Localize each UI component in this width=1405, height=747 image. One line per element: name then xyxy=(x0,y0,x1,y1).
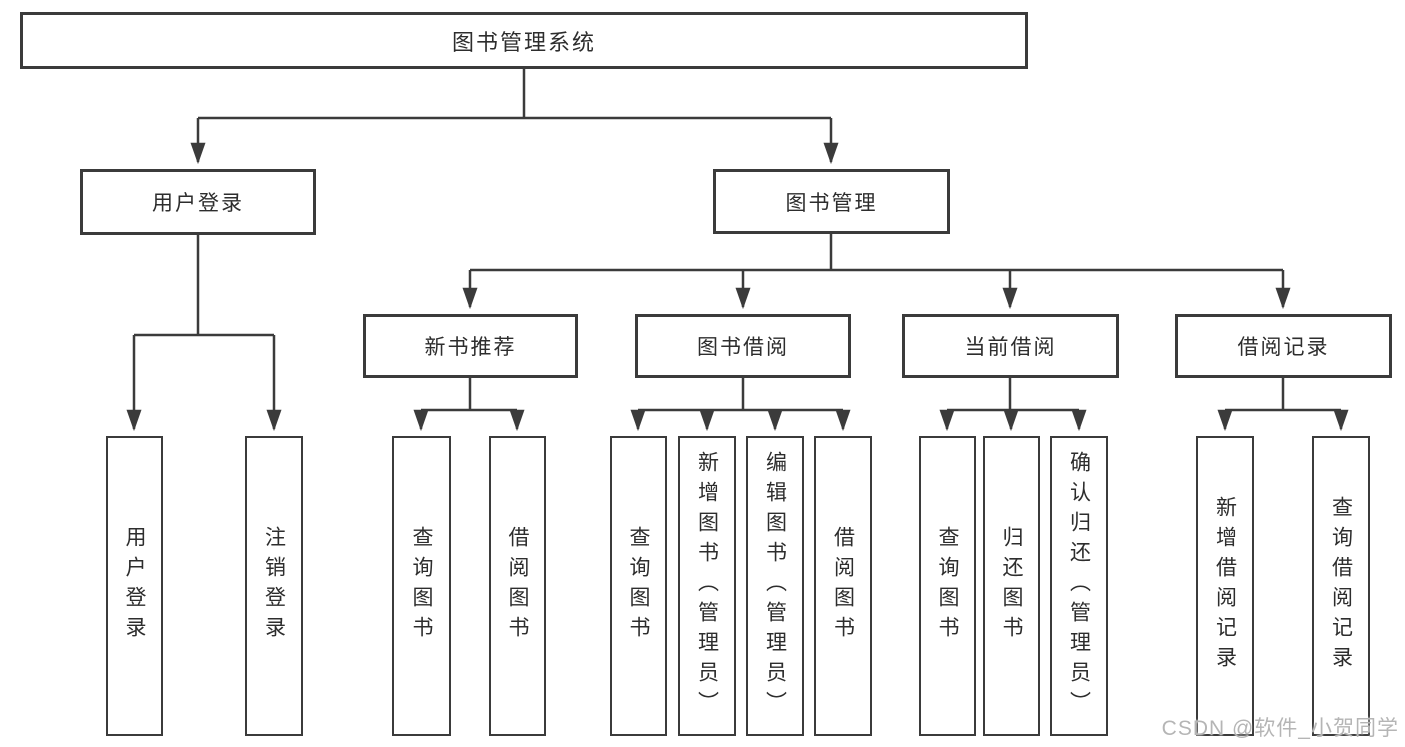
node-borrow-book: 借阅图书 xyxy=(814,436,872,736)
node-user-login-leaf: 用户登录 xyxy=(106,436,163,736)
node-label: 新增借阅记录 xyxy=(1213,496,1237,676)
node-label: 借阅图书 xyxy=(831,526,855,646)
node-label: 借阅记录 xyxy=(1237,336,1330,359)
node-query-book: 查询图书 xyxy=(392,436,451,736)
node-current-borrowing: 当前借阅 xyxy=(902,314,1119,378)
node-edit-book-admin: 编辑图书（管理员） xyxy=(746,436,804,736)
csdn-watermark: CSDN @软件_小贺同学 xyxy=(1161,717,1399,740)
node-label: 当前借阅 xyxy=(964,336,1057,359)
node-label: 新增图书（管理员） xyxy=(695,451,719,721)
node-borrow-book: 借阅图书 xyxy=(489,436,546,736)
node-label: 新书推荐 xyxy=(424,336,517,359)
node-add-book-admin: 新增图书（管理员） xyxy=(678,436,736,736)
node-book-management: 图书管理 xyxy=(713,169,950,234)
node-query-book: 查询图书 xyxy=(610,436,667,736)
node-add-borrow-record: 新增借阅记录 xyxy=(1196,436,1254,736)
node-library-management-system: 图书管理系统 xyxy=(20,12,1028,69)
node-label: 归还图书 xyxy=(1000,526,1023,646)
node-new-book-recommend: 新书推荐 xyxy=(363,314,578,378)
node-label: 图书管理 xyxy=(785,191,878,215)
node-label: 图书管理系统 xyxy=(451,29,596,55)
node-borrowing-records: 借阅记录 xyxy=(1175,314,1392,378)
node-label: 编辑图书（管理员） xyxy=(763,451,787,721)
node-label: 图书借阅 xyxy=(697,336,789,359)
node-label: 注销登录 xyxy=(262,526,286,646)
node-label: 用户登录 xyxy=(123,526,146,646)
node-label: 查询图书 xyxy=(936,526,959,646)
node-user-login: 用户登录 xyxy=(80,169,316,235)
node-book-borrowing: 图书借阅 xyxy=(635,314,851,378)
node-logout: 注销登录 xyxy=(245,436,303,736)
node-label: 用户登录 xyxy=(152,192,244,215)
node-query-borrow-record: 查询借阅记录 xyxy=(1312,436,1370,736)
node-label: 借阅图书 xyxy=(506,526,529,646)
node-label: 确认归还（管理员） xyxy=(1067,451,1091,721)
node-return-book: 归还图书 xyxy=(983,436,1040,736)
node-query-book: 查询图书 xyxy=(919,436,976,736)
node-label: 查询借阅记录 xyxy=(1329,496,1353,676)
node-label: 查询图书 xyxy=(410,526,433,646)
node-label: 查询图书 xyxy=(627,526,650,646)
node-confirm-return-admin: 确认归还（管理员） xyxy=(1050,436,1108,736)
